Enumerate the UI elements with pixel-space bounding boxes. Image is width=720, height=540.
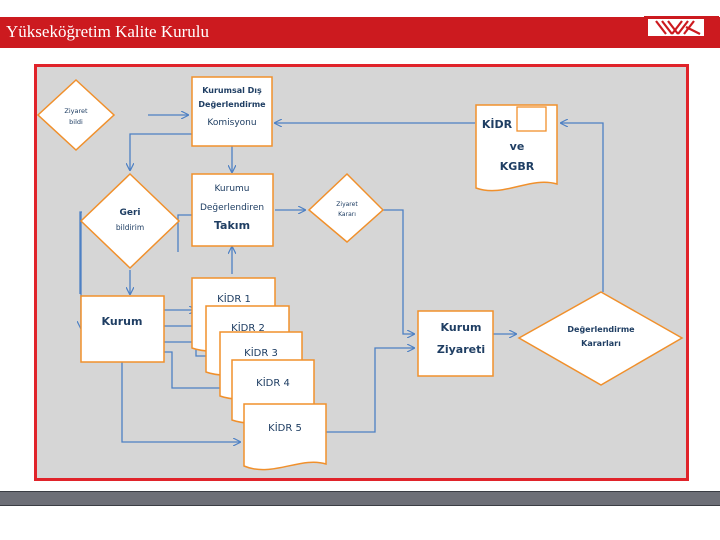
team-box: Kurumu Değerlendiren Takım — [191, 173, 274, 247]
institution-visit-line-1: Kurum — [441, 321, 482, 334]
institution-visit-line-2: Ziyareti — [437, 343, 485, 356]
evaluation-decisions-line-1: Değerlendirme — [567, 325, 635, 334]
visit-decision-line-2: Kararı — [338, 211, 356, 218]
visit-decision-diamond: Ziyaret Kararı — [307, 172, 385, 243]
team-line-2: Değerlendiren — [200, 203, 264, 213]
kidr-3-label: KİDR 3 — [244, 346, 278, 359]
institution-box: Kurum — [80, 295, 165, 363]
kidr-kgbr-line-2: ve — [510, 140, 525, 153]
kidr-kgbr-line-3: KGBR — [500, 160, 535, 173]
visit-decision-line-1: Ziyaret — [336, 201, 358, 208]
connector-arrows — [80, 115, 604, 442]
kidr-1-label: KİDR 1 — [217, 292, 251, 305]
footer-bar — [0, 491, 720, 506]
feedback-diamond: Geri bildirim — [79, 172, 181, 270]
kidr-4-label: KİDR 4 — [256, 376, 290, 389]
evaluation-decisions-line-2: Kararları — [581, 339, 621, 348]
header-bar: Yükseköğretim Kalite Kurulu — [0, 17, 720, 48]
header-title: Yükseköğretim Kalite Kurulu — [6, 22, 210, 41]
institution-visit-box: Kurum Ziyareti — [417, 310, 494, 377]
visit-notice-diamond: Ziyaret bildi — [36, 78, 116, 152]
feedback-line-2: bildirim — [116, 223, 144, 232]
commission-line-3: Komisyonu — [207, 118, 256, 128]
kidr-2-label: KİDR 2 — [231, 321, 265, 334]
evaluation-decisions-diamond: Değerlendirme Kararları — [517, 291, 684, 386]
feedback-line-1: Geri — [119, 208, 140, 218]
kidr-kgbr-line-1: KİDR — [482, 117, 513, 131]
commission-line-2: Değerlendirme — [198, 100, 266, 109]
institution-label: Kurum — [102, 315, 143, 328]
commission-box: Kurumsal Dış Değerlendirme Komisyonu — [191, 76, 273, 147]
visit-notice-line-2: bildi — [69, 118, 83, 126]
team-line-3: Takım — [214, 219, 250, 232]
kidr-kgbr-document: KİDR ve KGBR — [475, 104, 558, 192]
team-line-1: Kurumu — [214, 184, 249, 194]
yok-logo — [644, 16, 719, 46]
visit-notice-line-1: Ziyaret — [64, 107, 88, 115]
kidr-5-document: KİDR 5 — [243, 403, 327, 471]
commission-line-1: Kurumsal Dış — [202, 86, 262, 95]
kidr-5-label: KİDR 5 — [268, 421, 302, 434]
